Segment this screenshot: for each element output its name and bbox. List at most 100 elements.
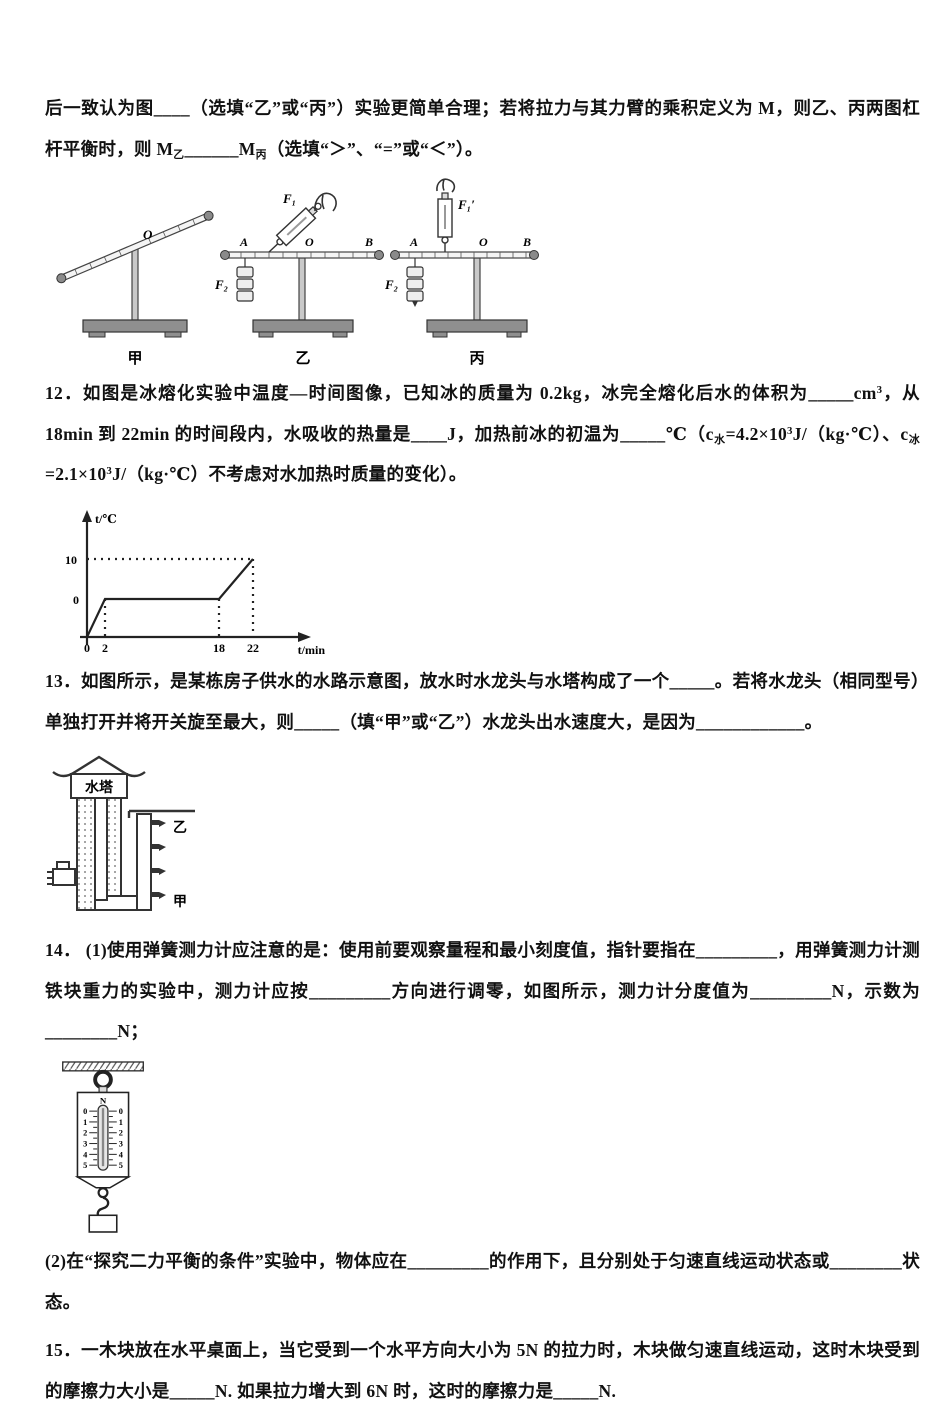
point-label-A: A [239,235,248,249]
faucet-jia [150,892,166,900]
balance-nut [374,250,384,261]
x-tick-0: 0 [84,641,90,655]
stand-foot [258,331,274,338]
beam-ticks [408,252,527,259]
point-label-B: B [364,235,373,249]
faucet-2 [150,844,166,852]
ceiling-mount [62,1061,144,1072]
pivot-label-jia: O [143,227,153,242]
faucet-3 [150,868,166,876]
point-label-A: A [409,235,418,249]
svg-text:0: 0 [83,1107,87,1116]
figure-water-tower: 水塔 [47,750,920,922]
faucet-yi [150,820,166,828]
inner-pipe [94,797,108,902]
faucet-label-jia: 甲 [173,894,187,910]
figure-temperature-graph: t/℃ t/min 10 0 0 2 18 22 [47,505,920,657]
stand-post [298,257,306,321]
scale-numbers-left: 0 1 2 3 4 5 [83,1107,88,1170]
riser-pipe [136,813,152,912]
force-label-F2: F₂ [214,277,228,292]
pivot-label-O: O [305,235,314,249]
question-14-part1-text: 14． (1)使用弹簧测力计应注意的是：使用前要观察量程和最小刻度值，指针要指在… [45,940,920,1042]
svg-text:1: 1 [119,1118,123,1127]
caption-jia: 甲 [127,350,142,367]
y-axis-arrow [82,509,92,522]
x-tick-2: 2 [102,641,108,655]
melting-graph: t/℃ t/min 10 0 0 2 18 22 [65,509,326,657]
x-tick-22: 22 [247,641,259,655]
svg-text:5: 5 [119,1161,123,1170]
svg-text:3: 3 [119,1139,123,1148]
y-tick-10: 10 [65,553,77,567]
balance-nut [203,210,214,221]
question-13-text: 13．如图所示，是某栋房子供水的水路示意图，放水时水龙头与水塔构成了一个____… [45,670,920,732]
caption-bing: 丙 [469,350,484,367]
spring-scale-drawing: N 0 1 2 3 4 [62,1061,144,1233]
stand-foot [332,331,348,338]
figure-spring-dynamometer: N 0 1 2 3 4 [47,1060,920,1233]
unit-label: N [100,1095,107,1105]
stand-base [82,319,188,333]
stand-foot [432,331,448,338]
beam-ticks [240,252,368,259]
svg-text:5: 5 [83,1161,87,1170]
caption-yi: 乙 [295,351,310,367]
stand-base [426,319,528,333]
svg-text:3: 3 [83,1139,87,1148]
force-label-F2: F₂ [384,277,398,292]
tower-label: 水塔 [85,779,114,796]
figure-levers: O 甲 A O B [47,177,920,369]
stand-foot [164,331,182,338]
pump-box [47,861,77,887]
svg-text:2: 2 [83,1129,87,1138]
levers-drawing: O 甲 A O B [56,178,539,367]
x-tick-18: 18 [213,641,225,655]
scale-neck [98,1085,108,1093]
tilted-lever-beam [56,210,214,284]
y-tick-0: 0 [73,593,79,607]
force-label-F1-prime: F₁′ [457,197,475,212]
svg-text:1: 1 [83,1118,87,1127]
dotted-guides [87,557,255,637]
water-tower-drawing: 水塔 [47,755,195,912]
y-axis-label: t/℃ [95,512,117,526]
point-label-B: B [522,235,531,249]
hand-icon [436,178,456,193]
svg-text:0: 0 [119,1107,123,1116]
weight-hook [412,301,418,308]
bottom-ring [97,1187,109,1199]
scale-numbers-right: 0 1 2 3 4 5 [119,1107,124,1170]
hanging-ring [93,1069,113,1090]
stand-foot [506,331,522,338]
x-axis-arrow [298,631,311,642]
building-ledge [127,809,195,819]
pivot-label-O: O [479,235,488,249]
balance-nut [529,250,539,261]
svg-text:4: 4 [83,1150,88,1159]
x-axis-label: t/min [298,643,326,657]
hanging-weights [406,258,424,308]
question-14-part2-text: (2)在“探究二力平衡的条件”实验中，物体应在_________的作用下，且分别… [45,1250,920,1312]
lever-beam [226,251,378,259]
question-11-continuation-text: 后一致认为图____（选填“乙”或“丙”）实验更简单合理；若将拉力与其力臂的乘积… [45,98,920,161]
svg-text:2: 2 [119,1129,123,1138]
question-12-text: 12．如图是冰熔化实验中温度—时间图像，已知冰的质量为 0.2kg，冰完全熔化后… [45,383,920,485]
svg-text:4: 4 [119,1150,124,1159]
iron-block [88,1214,118,1233]
graph-axes [80,509,311,645]
stand-base [252,319,354,333]
stand-post [473,257,481,321]
scale-ticks [89,1110,117,1166]
balance-nut [390,250,400,261]
faucet-label-yi: 乙 [173,820,187,836]
spring-scale-angled [268,202,322,253]
tower-roof [52,755,146,778]
lever-yi-figure: A O B F₂ [214,191,384,367]
spring-scale-vertical [437,192,453,253]
lever-jia-figure: O 甲 [56,210,214,367]
hanging-weights [236,258,254,302]
force-label-F1: F₁ [282,191,296,206]
question-15-text: 15．一木块放在水平桌面上，当它受到一个水平方向大小为 5N 的拉力时，木块做匀… [45,1340,920,1401]
lever-beam [396,251,533,259]
